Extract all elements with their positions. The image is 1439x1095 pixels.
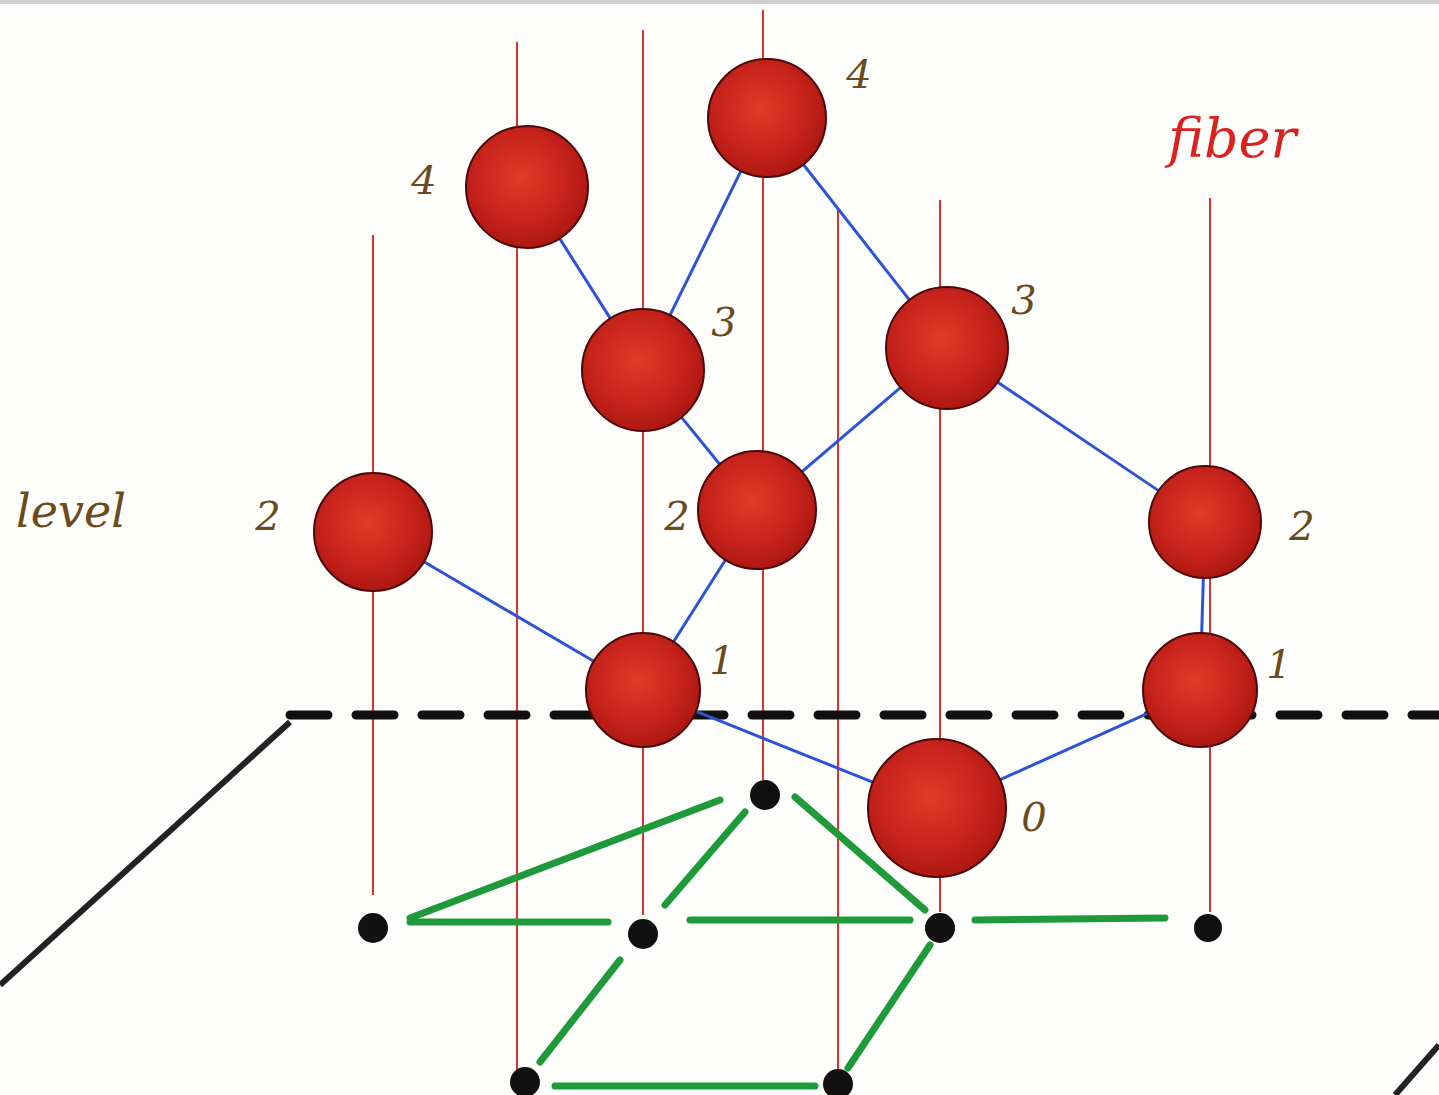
fiber-edge	[803, 388, 900, 471]
base-vertex	[750, 780, 780, 810]
fiber-lines	[373, 10, 1210, 1075]
fiber-line	[837, 210, 839, 1075]
level-ball: 3	[885, 286, 1009, 410]
fiber-edge	[998, 383, 1157, 490]
level-ball: 4	[707, 58, 827, 178]
base-edge	[848, 945, 930, 1068]
level-number: 2	[255, 496, 280, 536]
base-edge	[690, 917, 910, 924]
level-number: 4	[846, 54, 871, 94]
fiber-edge	[697, 712, 872, 782]
fiber-edge	[1202, 579, 1204, 632]
level-ball: 4	[465, 125, 589, 249]
level-ball: 1	[585, 632, 701, 748]
level-zero-line	[290, 711, 1439, 720]
base-vertex	[823, 1069, 853, 1095]
level-label: level	[16, 488, 126, 534]
level-ball: 2	[1148, 465, 1262, 579]
base-vertex	[1194, 914, 1222, 942]
base-vertex	[925, 913, 955, 943]
fiber-edge	[682, 418, 719, 463]
base-vertex	[510, 1067, 540, 1095]
fiber-edge	[674, 561, 725, 641]
level-ball: 2	[697, 450, 817, 570]
base-vertices	[358, 780, 1222, 1095]
fiber-edge	[425, 562, 593, 660]
level-number: 1	[1266, 644, 1291, 684]
base-edge	[540, 960, 620, 1062]
base-vertex	[628, 919, 658, 949]
level-number: 0	[1021, 797, 1046, 837]
level-ball: 1	[1142, 632, 1258, 748]
fiber-edge	[670, 172, 740, 315]
fiber-edge	[804, 165, 909, 299]
level-ball: 2	[313, 472, 433, 592]
level-number: 4	[411, 160, 436, 200]
base-edge	[555, 1083, 815, 1090]
level-number: 2	[1289, 506, 1314, 546]
base-graph-edges	[410, 797, 1165, 1086]
level-number: 3	[711, 302, 736, 342]
level-number: 2	[664, 496, 689, 536]
page-edge	[0, 0, 1439, 4]
fiber-edge	[560, 239, 610, 317]
level-ball: 0	[867, 738, 1007, 878]
fiber-label: fiber	[1168, 112, 1296, 166]
base-plane-edge	[0, 722, 290, 985]
base-plane-edge	[1395, 1045, 1439, 1095]
fiber-edge	[1001, 714, 1147, 780]
base-edge	[975, 918, 1165, 920]
level-number: 3	[1011, 280, 1036, 320]
base-edge	[665, 812, 745, 905]
fiber-line	[642, 30, 644, 915]
level-ball: 3	[581, 308, 705, 432]
base-edge	[410, 919, 608, 926]
level-number: 1	[709, 640, 734, 680]
base-vertex	[358, 913, 388, 943]
